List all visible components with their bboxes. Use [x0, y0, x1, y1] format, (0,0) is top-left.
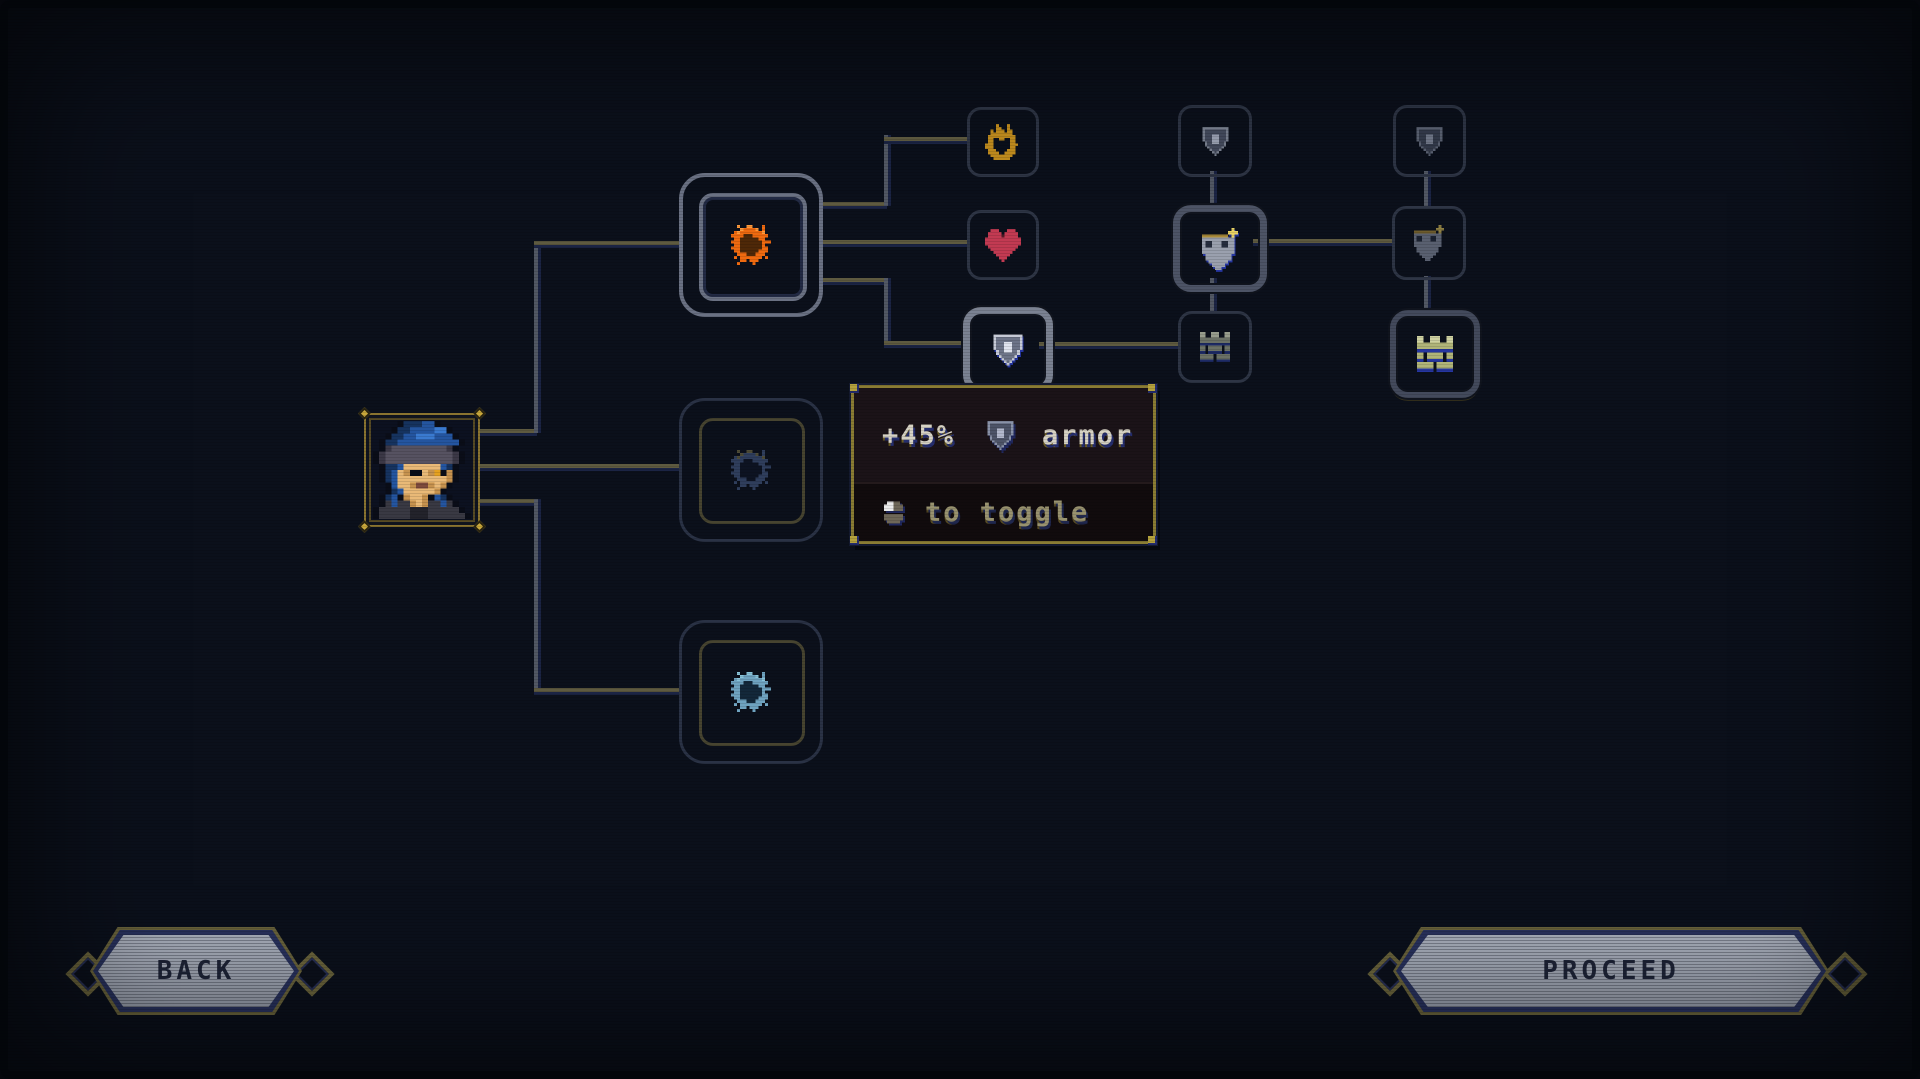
shield-icon	[1200, 126, 1231, 156]
burst-icon	[731, 672, 771, 712]
node-frame	[679, 620, 823, 764]
node-frame-inner	[699, 418, 805, 524]
connector-line	[823, 278, 887, 282]
shield-icon	[1414, 126, 1445, 156]
tooltip-hint: to toggle	[925, 497, 1090, 528]
crown-icon	[1197, 332, 1233, 362]
connector-line	[1424, 276, 1428, 310]
burst-icon	[731, 450, 771, 490]
proceed-button-label: PROCEED	[1542, 956, 1680, 986]
connector-line	[479, 499, 537, 503]
mask-sparkle-icon	[1411, 225, 1447, 261]
frame-ornament	[473, 407, 486, 420]
tooltip-armor: +45% armor to toggle	[850, 384, 1157, 545]
skill-node-crown-3[interactable]	[1390, 310, 1480, 398]
connector-line	[1424, 171, 1428, 206]
tooltip-corner	[1148, 384, 1157, 393]
tooltip-stat-row: +45% armor	[854, 388, 1153, 484]
crown-icon	[1414, 336, 1456, 372]
connector-line	[1210, 171, 1214, 205]
proceed-button-group: PROCEED	[1358, 920, 1868, 1020]
connector-line	[534, 241, 538, 433]
shield-icon	[991, 334, 1025, 366]
connector-line	[884, 135, 888, 206]
character-portrait-icon	[373, 421, 471, 519]
node-frame	[679, 173, 823, 317]
node-frame	[679, 398, 823, 542]
connector-line	[823, 202, 887, 206]
frame-ornament	[473, 520, 486, 533]
tooltip-stat: armor	[1042, 419, 1134, 451]
back-button[interactable]: BACK	[90, 927, 302, 1015]
node-frame-inner	[699, 193, 807, 301]
tooltip-value: +45%	[882, 419, 956, 451]
frame-ornament	[358, 407, 371, 420]
shield-icon	[985, 420, 1016, 450]
connector-line	[884, 137, 967, 141]
tooltip-hint-row: to toggle	[854, 484, 1153, 541]
frame-ornament	[358, 520, 371, 533]
skill-node-shield-2[interactable]	[1178, 105, 1252, 177]
skill-node-armor[interactable]	[963, 307, 1053, 393]
connector-line	[534, 241, 680, 245]
skill-node-heart[interactable]	[967, 210, 1039, 280]
connector-line	[1210, 278, 1214, 311]
back-button-label: BACK	[156, 956, 236, 986]
node-frame-inner	[699, 640, 805, 746]
skill-node-mask-sparkle-2[interactable]	[1173, 205, 1267, 292]
burst-icon	[731, 225, 771, 265]
connector-line	[884, 278, 888, 345]
back-button-group: BACK	[62, 920, 335, 1020]
proceed-button[interactable]: PROCEED	[1393, 927, 1829, 1015]
skill-node-flame-heart[interactable]	[967, 107, 1039, 177]
back-button-face: BACK	[98, 935, 294, 1007]
skill-node-burst-bottom[interactable]	[679, 620, 823, 764]
mask-sparkle-icon	[1199, 227, 1241, 270]
mouse-icon	[884, 501, 903, 524]
connector-line	[479, 464, 680, 468]
skill-node-burst-middle[interactable]	[679, 398, 823, 542]
connector-line	[1039, 342, 1178, 346]
heart-icon	[985, 228, 1021, 262]
proceed-button-face: PROCEED	[1401, 935, 1821, 1007]
connector-line	[479, 429, 537, 433]
flame-heart-icon	[985, 124, 1021, 160]
diamond-ornament	[1822, 951, 1868, 997]
skill-node-shield-3[interactable]	[1393, 105, 1466, 177]
skill-node-crown-2[interactable]	[1178, 311, 1252, 383]
character-portrait	[358, 407, 486, 533]
connector-line	[534, 688, 680, 692]
skill-node-mask-sparkle-3[interactable]	[1392, 206, 1466, 280]
tooltip-corner	[1148, 536, 1157, 545]
connector-line	[884, 341, 963, 345]
connector-line	[1253, 239, 1393, 243]
connector-line	[534, 499, 538, 692]
tooltip-corner	[850, 536, 859, 545]
skill-node-burst-top[interactable]	[679, 173, 823, 317]
connector-line	[823, 240, 967, 244]
tooltip-corner	[850, 384, 859, 393]
